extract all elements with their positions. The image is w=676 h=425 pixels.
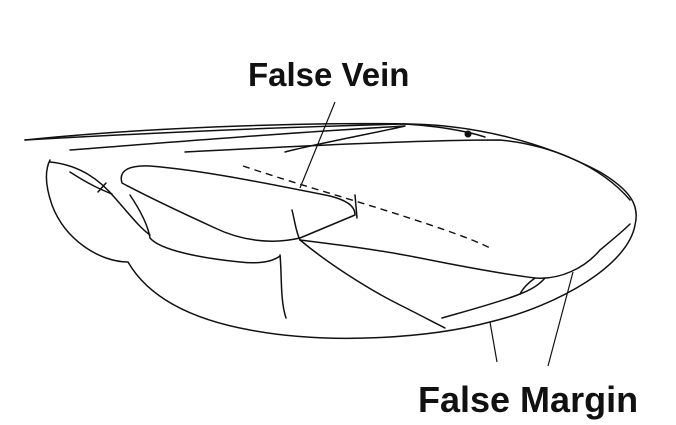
false-margin-leader-2 <box>548 272 573 366</box>
median-vein <box>300 224 630 278</box>
basal-vein-1 <box>50 162 150 235</box>
label-false-margin: False Margin <box>418 382 638 418</box>
crossvein-a <box>292 210 300 240</box>
costal-vein <box>25 124 485 140</box>
false-margin-line <box>442 278 545 318</box>
false-margin-vein <box>520 278 535 294</box>
cell-upper <box>121 166 355 241</box>
wing-outline <box>25 124 636 339</box>
false-vein-dashes <box>243 166 490 248</box>
false-margin-leader-1 <box>490 322 497 362</box>
crossvein-c <box>280 255 286 318</box>
radial-vein <box>185 140 630 200</box>
cubital-vein <box>300 240 445 328</box>
lower-median-vein <box>130 195 280 263</box>
label-false-vein: False Vein <box>248 58 409 91</box>
stigma-dot <box>465 131 472 138</box>
